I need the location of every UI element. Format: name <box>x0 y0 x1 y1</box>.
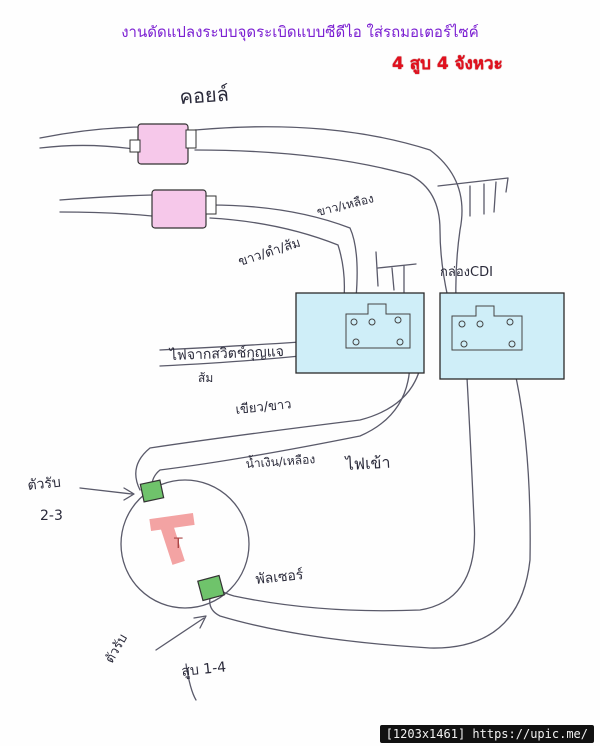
coil2-wire-b <box>209 217 346 299</box>
label-pickup-14-arrow: ตัวรับ <box>102 632 130 666</box>
label-black-yellow: ขาว/เหลือง <box>315 191 375 219</box>
rotor-timing-mark: T <box>149 512 195 565</box>
pulser-wire-a <box>215 359 476 612</box>
label-green-white: เขียว/ขาว <box>235 396 292 418</box>
rotor-outline <box>120 479 250 609</box>
coil1-lead-bottom <box>39 144 141 151</box>
coil-top <box>137 123 189 165</box>
ground-left <box>375 251 417 293</box>
arrow-pickup-23 <box>79 487 135 501</box>
coil1-wire-b <box>194 149 449 299</box>
label-blue-yellow: น้ำเงิน/เหลือง <box>245 450 316 471</box>
arrow-pickup-14 <box>155 615 207 651</box>
coil1-wire-a <box>194 126 463 301</box>
switch-wire <box>159 339 347 351</box>
label-power-in: ไฟเข้า <box>343 453 391 474</box>
label-pickup-14: สูบ 1-4 <box>181 659 227 680</box>
label-pickup-23: ตัวรับ <box>27 475 62 494</box>
green-white-wire <box>135 319 424 491</box>
coil2-wire-a <box>209 204 358 299</box>
label-switch-wire: ไฟจากสวิตช์กุญแจ <box>169 343 285 364</box>
pickup-14 <box>197 574 225 602</box>
coil-top-left-terminal <box>129 139 141 153</box>
wire-labels: คอยล์ ขาว/ดำ/ส้ม ขาว/เหลือง กล่องCDI ไฟจ… <box>27 82 493 680</box>
coil-top-right-terminal <box>185 129 197 149</box>
wires <box>39 126 531 701</box>
diagram-subtitle: 4 สูบ 4 จังหวะ <box>392 54 503 74</box>
coil-bottom-right-terminal <box>205 195 217 215</box>
label-black-white: ขาว/ดำ/ส้ม <box>237 236 303 270</box>
label-cdi-box: กล่องCDI <box>440 265 493 280</box>
cdi-box-left <box>295 292 425 374</box>
coil1-lead-top <box>39 126 141 139</box>
coil2-lead-bottom <box>59 211 153 217</box>
ignition-coils <box>129 123 217 229</box>
cdi-left-connector <box>345 303 411 349</box>
label-pulser: พัลเซอร์ <box>255 566 305 588</box>
blue-yellow-wire <box>151 337 411 493</box>
source-footer: [1203x1461] https://upic.me/ <box>379 725 594 743</box>
cdi-right-connector <box>451 305 523 351</box>
cdi-units <box>295 292 565 380</box>
pickup-23 <box>139 479 165 503</box>
rotor-mark-text: T <box>173 536 183 552</box>
pulser-wire-b <box>209 359 531 649</box>
coil2-lead-top <box>59 194 153 201</box>
cdi-box-right <box>439 292 565 380</box>
ground-right <box>437 177 509 217</box>
label-switch-wire-2: ส้ม <box>198 371 213 385</box>
diagram-title: งานดัดแปลงระบบจุดระเบิดแบบซีดีไอ ใส่รถมอ… <box>121 23 479 41</box>
label-coil: คอยล์ <box>179 82 230 109</box>
label-pickup-23-num: 2-3 <box>40 508 63 524</box>
pickups <box>139 479 225 602</box>
pickup-14-tick <box>185 663 197 701</box>
switch-wire-2 <box>159 351 353 367</box>
coil-bottom <box>151 189 207 229</box>
